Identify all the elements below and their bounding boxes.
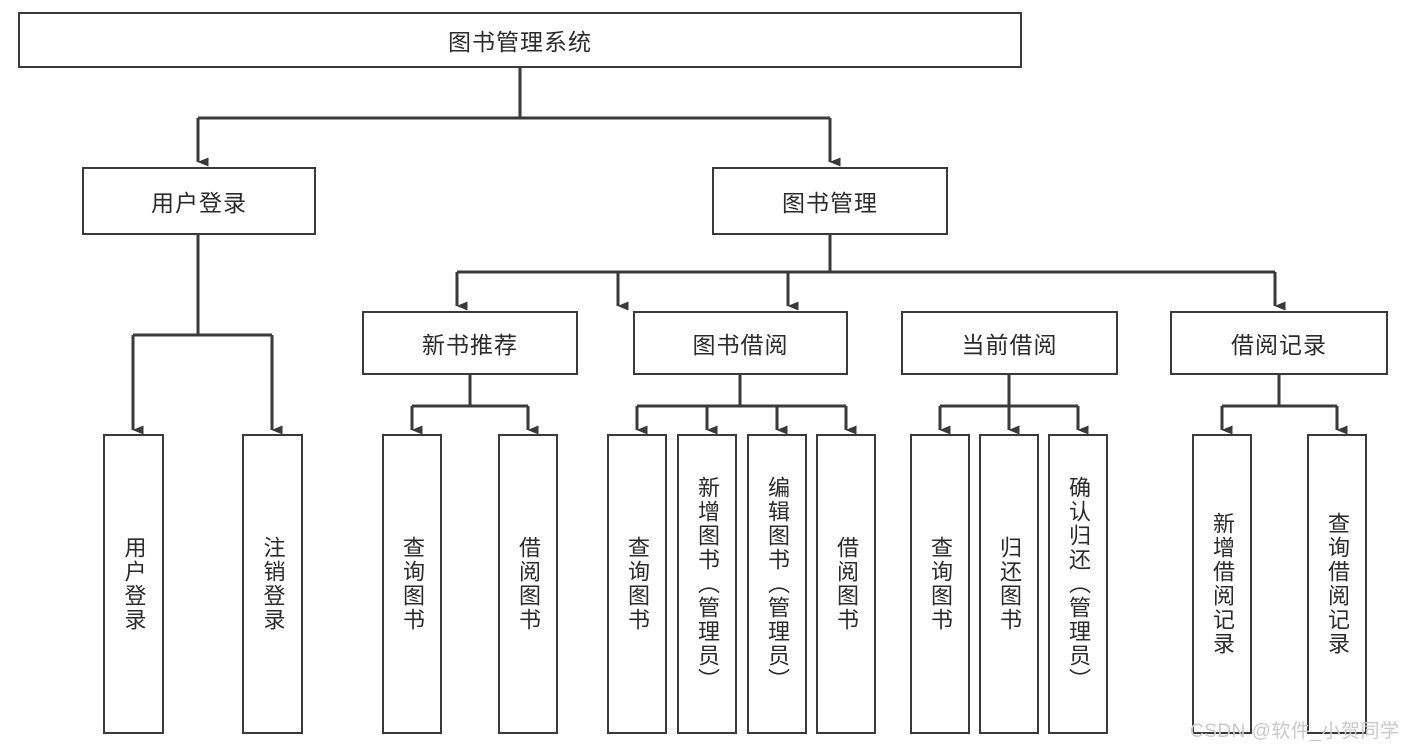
node-label: 新书推荐 [422, 332, 518, 358]
node-label: 注销登录 [260, 536, 286, 632]
leaf-query-book-borrow[interactable]: 查询图书 [607, 434, 667, 734]
leaf-user-login[interactable]: 用户登录 [103, 434, 164, 734]
node-label: 查询图书 [928, 536, 953, 632]
node-book-borrow[interactable]: 图书借阅 [633, 311, 848, 375]
leaf-add-book-admin[interactable]: 新增图书（管理员） [677, 434, 737, 734]
node-label: 图书管理 [782, 190, 878, 216]
node-label: 用户登录 [121, 536, 147, 632]
node-label: 用户登录 [151, 190, 247, 216]
node-label: 查询借阅记录 [1325, 512, 1350, 656]
node-label: 新增借阅记录 [1210, 512, 1235, 656]
node-label: 借阅记录 [1231, 332, 1327, 358]
leaf-query-borrow-record[interactable]: 查询借阅记录 [1307, 434, 1367, 734]
node-label: 图书管理系统 [448, 29, 592, 55]
leaf-confirm-return-admin[interactable]: 确认归还（管理员） [1048, 434, 1108, 734]
node-label: 图书借阅 [692, 332, 789, 358]
node-label: 借阅图书 [516, 536, 541, 632]
leaf-query-book-current[interactable]: 查询图书 [910, 434, 970, 734]
node-current-borrow[interactable]: 当前借阅 [901, 311, 1118, 375]
node-label: 编辑图书（管理员） [765, 476, 790, 692]
node-label: 确认归还（管理员） [1066, 476, 1091, 692]
leaf-query-book-recommend[interactable]: 查询图书 [382, 434, 442, 734]
node-label: 新增图书（管理员） [695, 476, 720, 692]
leaf-return-book[interactable]: 归还图书 [979, 434, 1039, 734]
node-label: 查询图书 [400, 536, 425, 632]
node-borrow-record[interactable]: 借阅记录 [1170, 311, 1388, 375]
leaf-edit-book-admin[interactable]: 编辑图书（管理员） [747, 434, 807, 734]
leaf-borrow-book[interactable]: 借阅图书 [816, 434, 876, 734]
node-label: 归还图书 [997, 536, 1022, 632]
node-root-system[interactable]: 图书管理系统 [18, 12, 1022, 68]
csdn-watermark: CSDN @软件_小贺同学 [1190, 721, 1400, 742]
node-book-management[interactable]: 图书管理 [712, 167, 948, 235]
leaf-borrow-book-recommend[interactable]: 借阅图书 [498, 434, 558, 734]
node-new-book-recommend[interactable]: 新书推荐 [362, 311, 578, 375]
node-label: 当前借阅 [961, 332, 1058, 358]
leaf-logout-login[interactable]: 注销登录 [242, 434, 303, 734]
node-label: 查询图书 [625, 536, 650, 632]
node-label: 借阅图书 [834, 536, 859, 632]
leaf-add-borrow-record[interactable]: 新增借阅记录 [1192, 434, 1252, 734]
node-user-login[interactable]: 用户登录 [82, 167, 316, 235]
